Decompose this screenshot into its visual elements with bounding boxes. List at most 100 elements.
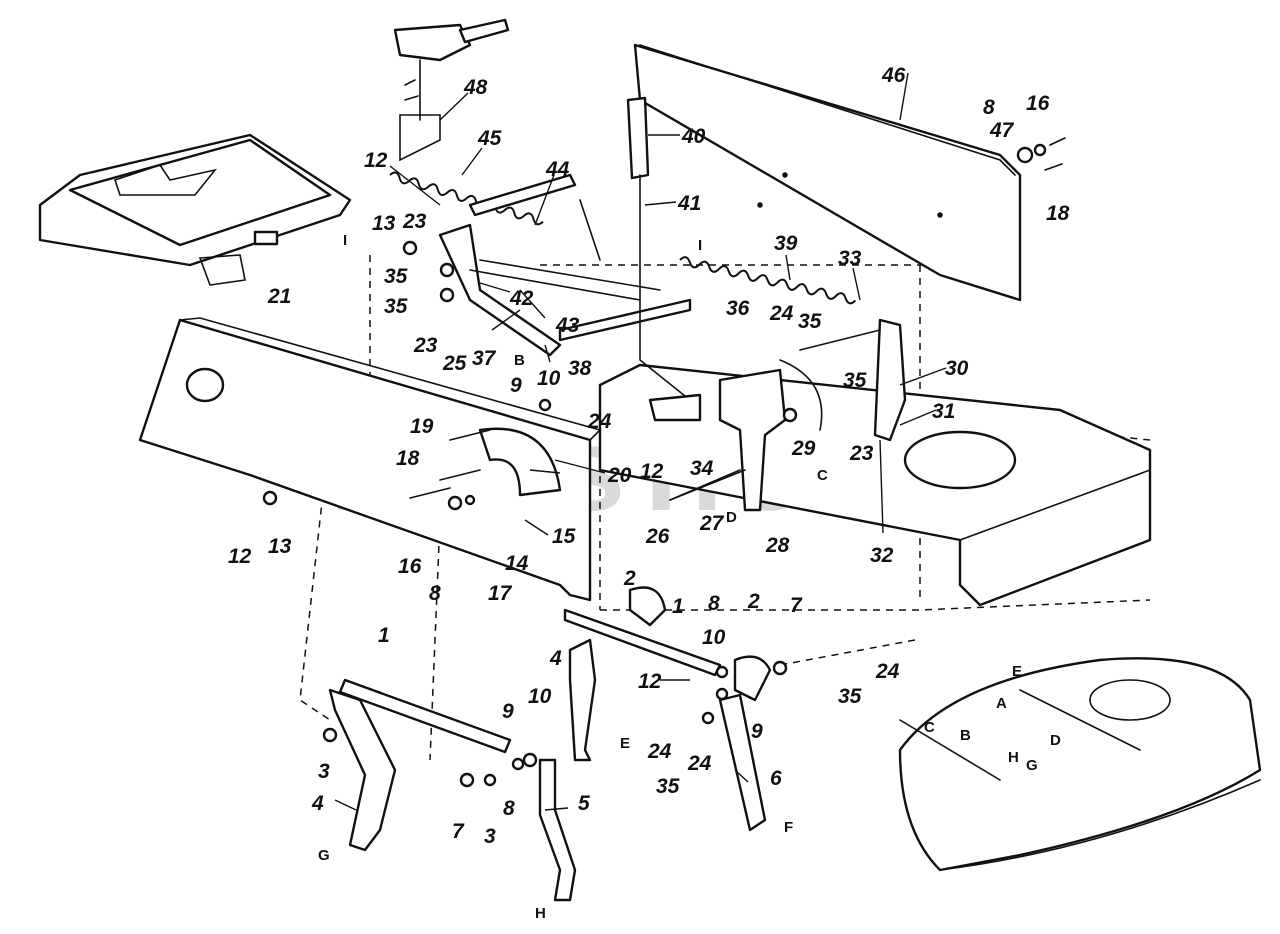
rear-panel [633, 43, 1066, 302]
callout-35: 35 [798, 310, 822, 333]
callout-24: 24 [587, 410, 612, 433]
callout-25: 25 [442, 352, 467, 375]
callout-2: 2 [747, 590, 760, 613]
callout-16: 16 [398, 555, 422, 578]
callout-12: 12 [228, 545, 252, 568]
connector-tag: C [817, 467, 828, 484]
callout-33: 33 [838, 247, 862, 270]
connector-tag: G [1026, 757, 1038, 774]
callout-21: 21 [267, 285, 291, 308]
callout-15: 15 [552, 525, 576, 548]
callout-12: 12 [364, 149, 388, 172]
callout-23: 23 [849, 442, 874, 465]
leader-lines [334, 72, 947, 811]
connector-tag: D [726, 509, 737, 526]
panel-21 [138, 317, 602, 602]
connector-tag: H [1008, 749, 1019, 766]
callout-1: 1 [378, 624, 390, 647]
callout-10: 10 [702, 626, 726, 649]
connector-tag: A [996, 695, 1007, 712]
callout-42: 42 [509, 287, 534, 310]
bracket-30-31 [799, 318, 907, 442]
link-6 [718, 693, 767, 832]
callout-18: 18 [1046, 202, 1070, 225]
callout-12: 12 [640, 460, 664, 483]
callout-8: 8 [708, 592, 720, 615]
callout-4: 4 [311, 792, 324, 815]
callout-28: 28 [765, 534, 790, 557]
callout-35: 35 [838, 685, 862, 708]
callout-9: 9 [502, 700, 514, 723]
link-5 [538, 758, 577, 902]
callout-2: 2 [623, 567, 636, 590]
callout-8: 8 [429, 582, 441, 605]
callout-30: 30 [945, 357, 969, 380]
callout-37: 37 [472, 347, 497, 370]
connector-letters: I I B C D E F G H E A C B D H G [318, 232, 1061, 922]
callout-10: 10 [528, 685, 552, 708]
seat-pan [38, 133, 352, 286]
connector-tag: G [318, 847, 330, 864]
callout-23: 23 [413, 334, 438, 357]
rod-44 [468, 173, 601, 261]
callout-13: 13 [372, 212, 396, 235]
callout-8: 8 [983, 96, 995, 119]
callout-24: 24 [769, 302, 794, 325]
callout-44: 44 [545, 158, 570, 181]
callout-20: 20 [607, 464, 632, 487]
callout-10: 10 [537, 367, 561, 390]
callout-17: 17 [488, 582, 513, 605]
quadrant-20 [478, 427, 562, 497]
bracket-37 [438, 223, 692, 357]
connector-tag: I [698, 237, 702, 254]
callout-7: 7 [790, 594, 803, 617]
callout-35: 35 [656, 775, 680, 798]
callout-3: 3 [318, 760, 330, 783]
callout-32: 32 [870, 544, 894, 567]
callout-24: 24 [687, 752, 712, 775]
callout-12: 12 [638, 670, 662, 693]
mower-deck [898, 657, 1262, 872]
callout-35: 35 [843, 369, 867, 392]
callout-39: 39 [774, 232, 798, 255]
link-4-center [568, 638, 597, 762]
callout-35: 35 [384, 295, 408, 318]
spring-39 [679, 256, 857, 305]
callout-5: 5 [578, 792, 590, 815]
link-4-left [328, 688, 397, 852]
callout-38: 38 [568, 357, 592, 380]
callout-23: 23 [402, 210, 427, 233]
connector-tag: E [620, 735, 630, 752]
callout-43: 43 [555, 314, 580, 337]
callout-48: 48 [463, 76, 488, 99]
lift-arm-1-center [563, 586, 772, 702]
throttle-control [393, 18, 510, 162]
callout-40: 40 [681, 125, 706, 148]
hardware [262, 240, 798, 788]
callout-1: 1 [672, 595, 684, 618]
connector-tag: E [1012, 663, 1022, 680]
callout-29: 29 [791, 437, 816, 460]
callout-19: 19 [410, 415, 434, 438]
spring-45 [389, 171, 544, 226]
callout-31: 31 [932, 400, 955, 423]
callout-labels: 48 45 44 12 13 23 35 35 23 42 43 37 38 2… [228, 64, 1070, 848]
connector-tag: H [535, 905, 546, 922]
callout-16: 16 [1026, 92, 1050, 115]
callout-35: 35 [384, 265, 408, 288]
callout-46: 46 [881, 64, 906, 87]
callout-24: 24 [647, 740, 672, 763]
callout-45: 45 [477, 127, 502, 150]
callout-14: 14 [505, 552, 529, 575]
callout-24: 24 [875, 660, 900, 683]
callout-34: 34 [690, 457, 714, 480]
callout-9: 9 [751, 720, 763, 743]
callout-6: 6 [770, 767, 782, 790]
callout-18: 18 [396, 447, 420, 470]
connector-tag: B [514, 352, 525, 369]
callout-47: 47 [989, 119, 1015, 142]
connector-tag: B [960, 727, 971, 744]
callout-13: 13 [268, 535, 292, 558]
callout-26: 26 [645, 525, 670, 548]
